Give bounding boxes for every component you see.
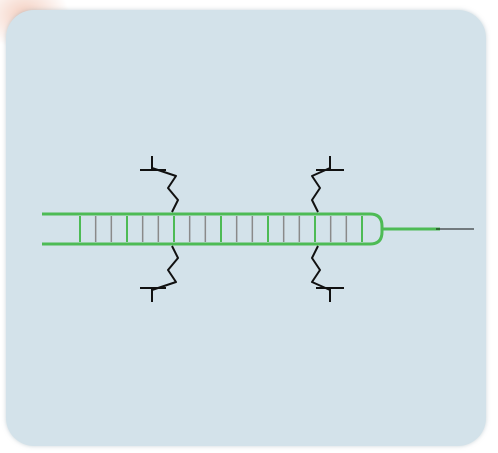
zigzag-linker [311,245,331,291]
anchor-lower-left [140,245,179,302]
anchor-upper-left [140,156,179,213]
zigzag-linker [151,245,179,291]
ladder-rungs [79,216,363,242]
anchor-upper-right [311,156,344,213]
zigzag-linker [151,167,179,213]
zigzag-linker [311,167,331,213]
ladder-bottom-rail [42,231,384,246]
ladder-top-rail [42,212,384,227]
anchor-lower-right [311,245,344,302]
